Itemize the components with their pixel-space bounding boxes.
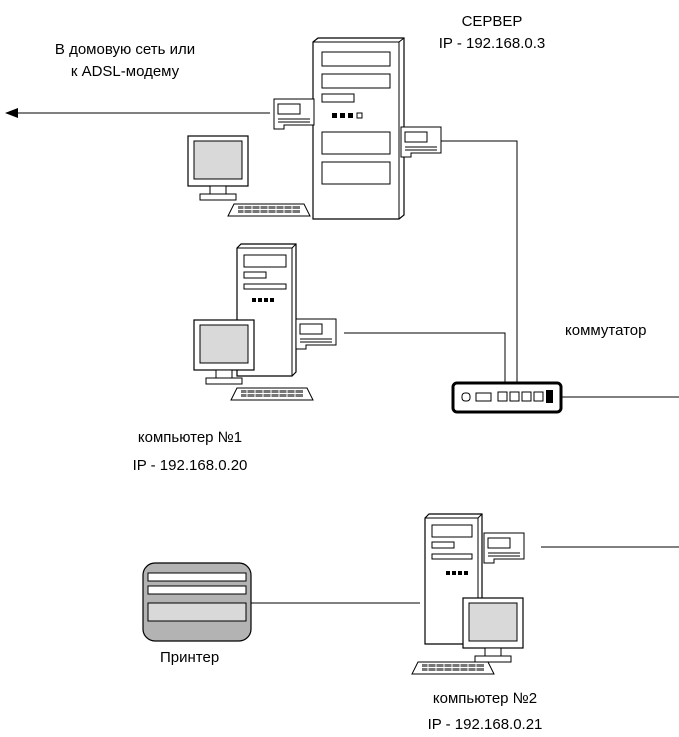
server-nic-left-icon bbox=[273, 98, 315, 130]
pc2-name: компьютер №2 bbox=[432, 690, 538, 707]
pc2-ip: IP - 192.168.0.21 bbox=[427, 716, 543, 733]
server-title: СЕРВЕР bbox=[461, 13, 523, 30]
server-ip: IP - 192.168.0.3 bbox=[438, 35, 546, 52]
pc1-name: компьютер №1 bbox=[137, 429, 243, 446]
server-keyboard-icon bbox=[227, 203, 311, 217]
pc2-nic-icon bbox=[483, 532, 525, 564]
uplink-label-line2: к ADSL-модему bbox=[70, 63, 180, 80]
server-tower-icon bbox=[312, 37, 405, 220]
pc1-nic-icon bbox=[295, 318, 337, 350]
arrow-head-icon bbox=[5, 108, 18, 118]
pc1-keyboard-icon bbox=[230, 387, 314, 401]
connection-lines bbox=[16, 112, 679, 604]
server-to-switch-line bbox=[441, 140, 518, 385]
pc1-to-switch-line bbox=[344, 332, 506, 385]
pc2-keyboard-icon bbox=[411, 661, 495, 675]
pc1-ip: IP - 192.168.0.20 bbox=[132, 457, 248, 474]
switch-icon bbox=[451, 381, 563, 414]
server-monitor-icon bbox=[187, 135, 249, 201]
printer-icon bbox=[142, 562, 252, 642]
pc2-monitor-icon bbox=[462, 597, 524, 663]
server-nic-right-icon bbox=[400, 126, 442, 158]
printer-label: Принтер bbox=[160, 649, 220, 666]
uplink-label-line1: В домовую сеть или bbox=[54, 41, 196, 58]
switch-label: коммутатор bbox=[565, 322, 647, 339]
